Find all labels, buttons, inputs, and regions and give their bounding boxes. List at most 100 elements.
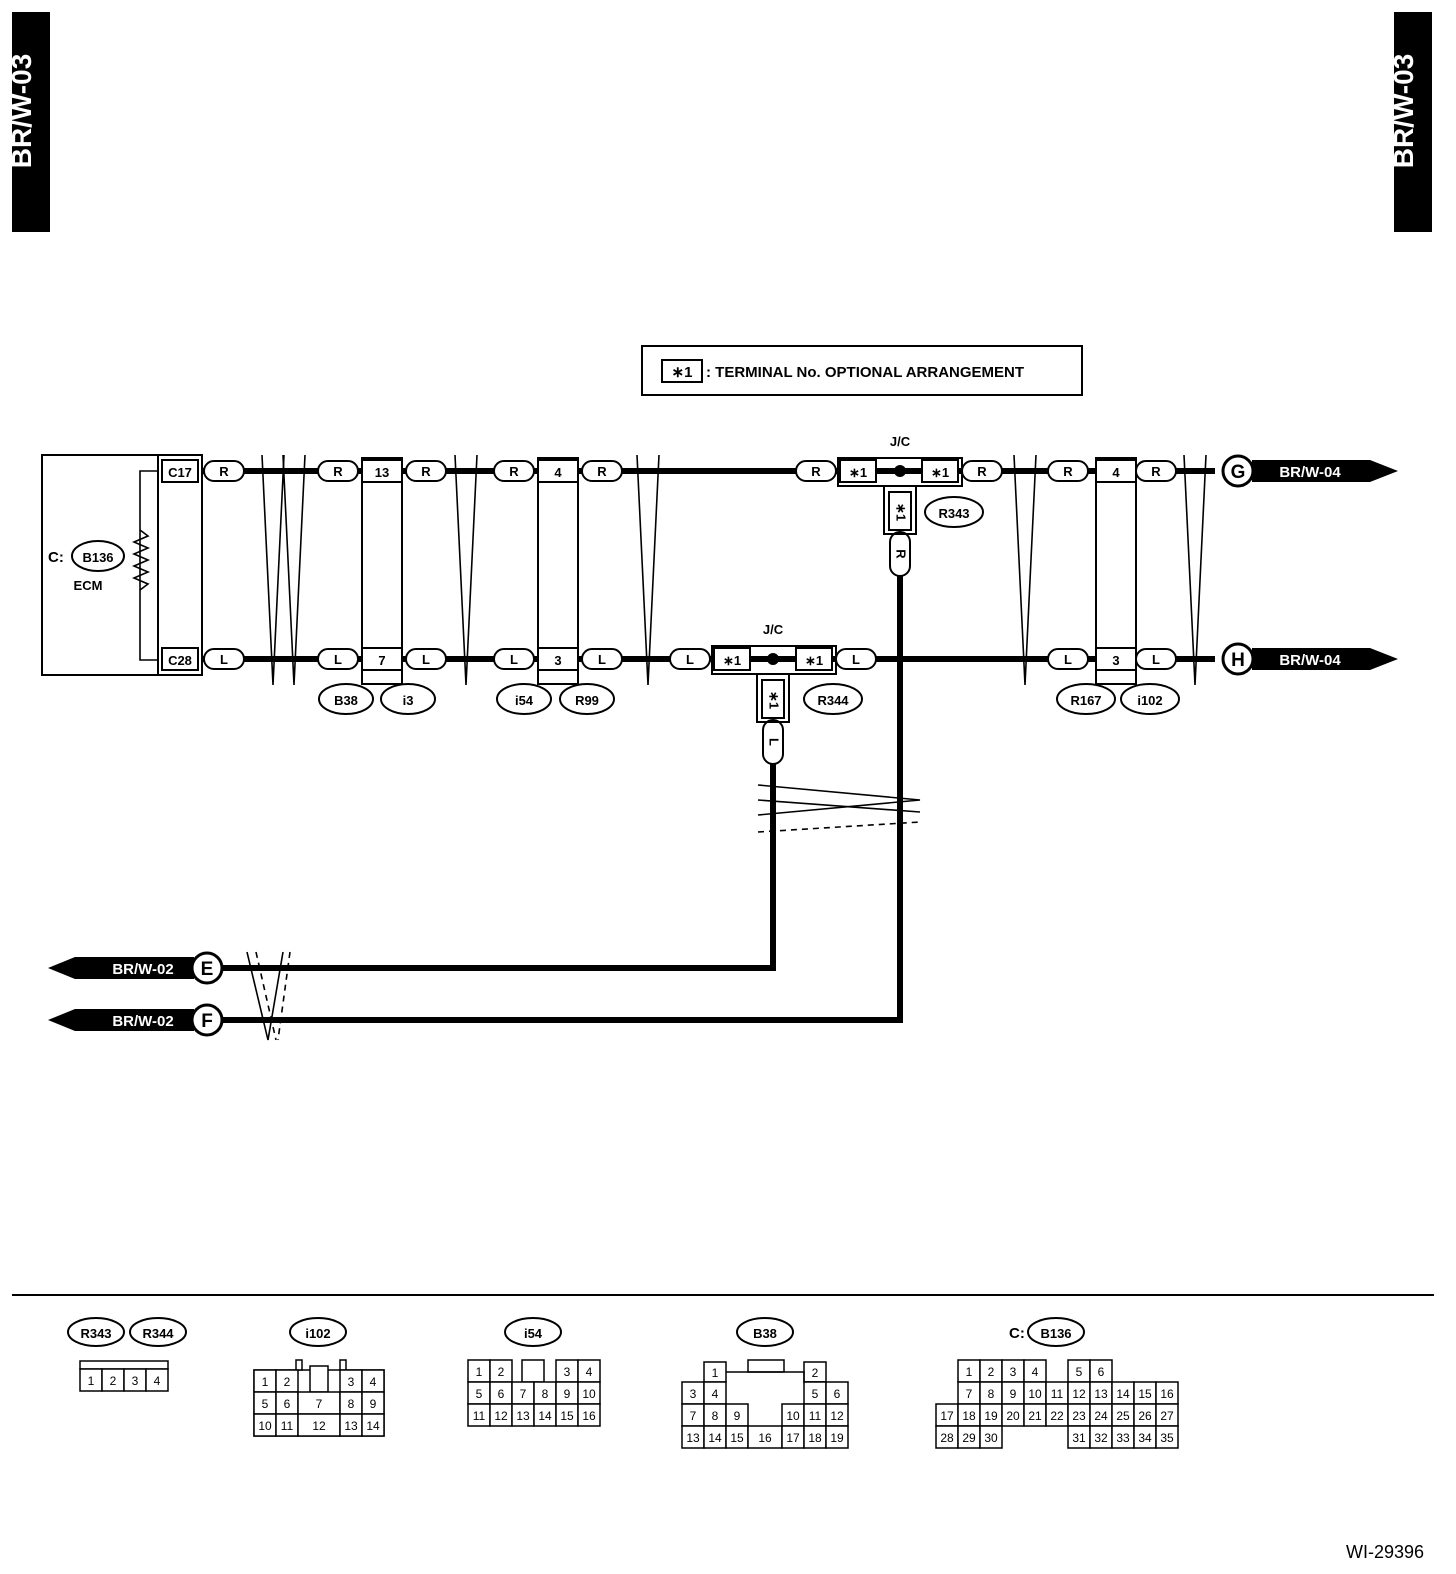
svg-text:C:: C: [48,549,64,566]
svg-text:R: R [894,549,909,559]
connector-i102-block: 4 3 [1095,457,1137,685]
svg-text:E: E [201,959,214,980]
b136-pin-number: 26 [1138,1409,1152,1423]
b136-pin-number: 1 [966,1365,973,1379]
svg-text:14: 14 [538,1409,552,1423]
svg-text:BR/W-04: BR/W-04 [1279,652,1341,669]
b136-pin-number: 13 [1094,1387,1108,1401]
svg-text:6: 6 [834,1387,841,1401]
legend-symbol: ∗1 [672,364,693,381]
svg-text:8: 8 [348,1397,355,1411]
svg-text:13: 13 [516,1409,530,1423]
svg-text:G: G [1231,462,1246,483]
svg-text:C:: C: [1009,1325,1025,1342]
svg-text:4: 4 [554,465,562,480]
terminal-f: F BR/W-02 [48,1003,224,1037]
legend-text: : TERMINAL No. OPTIONAL ARRANGEMENT [706,364,1024,381]
svg-text:R: R [333,464,343,479]
svg-text:11: 11 [809,1409,822,1423]
svg-text:i54: i54 [515,693,534,708]
svg-text:∗1: ∗1 [805,653,823,668]
terminal-e: E BR/W-02 [48,951,224,985]
shield-lines [246,454,1207,1041]
b136-pin-number: 30 [984,1431,998,1445]
svg-text:4: 4 [1112,465,1120,480]
svg-text:R167: R167 [1070,693,1101,708]
svg-text:2: 2 [110,1374,117,1388]
svg-text:R: R [1063,464,1073,479]
svg-text:16: 16 [758,1431,772,1445]
svg-text:2: 2 [498,1365,505,1379]
svg-text:5: 5 [812,1387,819,1401]
connector-r99-block: 4 3 [537,457,579,685]
b136-pin-number: 22 [1050,1409,1064,1423]
svg-text:4: 4 [712,1387,719,1401]
b136-pin-number: 5 [1076,1365,1083,1379]
b136-pin-cell [979,1425,1003,1449]
svg-text:9: 9 [734,1409,741,1423]
b136-pin-number: 18 [962,1409,976,1423]
svg-text:18: 18 [808,1431,822,1445]
b136-pin-number: 3 [1010,1365,1017,1379]
b136-pin-number: 6 [1098,1365,1105,1379]
ecm-label: ECM [74,578,103,593]
page-tab-right: BR/W-03 [1388,12,1432,232]
svg-text:∗1: ∗1 [849,465,867,480]
b136-pin-number: 32 [1094,1431,1108,1445]
svg-text:∗1: ∗1 [723,653,741,668]
svg-text:J/C: J/C [890,434,911,449]
svg-text:3: 3 [348,1375,355,1389]
svg-text:13: 13 [375,465,389,480]
svg-text:BR/W-02: BR/W-02 [112,1013,173,1030]
b136-pin-number: 20 [1006,1409,1020,1423]
svg-text:R343: R343 [938,506,969,521]
svg-text:L: L [686,652,694,667]
svg-text:R: R [1151,464,1161,479]
svg-text:L: L [334,652,342,667]
svg-text:R: R [421,464,431,479]
svg-text:12: 12 [312,1419,326,1433]
svg-text:17: 17 [786,1431,800,1445]
ecm-connector-id: B136 [82,550,113,565]
svg-text:3: 3 [564,1365,571,1379]
junction-r344: J/C ∗1 ∗1 ∗1 [711,622,837,723]
svg-text:i54: i54 [524,1326,543,1341]
b136-pin-number: 12 [1072,1387,1086,1401]
page-tab-left: BR/W-03 [6,12,50,232]
svg-text:1: 1 [712,1366,719,1380]
svg-text:7: 7 [316,1397,323,1411]
svg-text:L: L [510,652,518,667]
svg-text:L: L [1064,652,1072,667]
b136-pin-number: 25 [1116,1409,1130,1423]
face-view-i54: i54 1 2 3 4 5 6 7 8 9 10 11 12 13 14 15 … [467,1317,601,1427]
top-wire-labels: R R R R R R R R R [203,460,1177,482]
face-view-r343-r344: R343 R344 1 2 3 4 [67,1317,187,1392]
b136-pin-number: 7 [966,1387,973,1401]
svg-text:10: 10 [258,1419,272,1433]
svg-text:3: 3 [132,1374,139,1388]
svg-text:BR/W-03: BR/W-03 [1388,54,1419,169]
svg-text:R: R [219,464,229,479]
b136-pin-number: 21 [1028,1409,1042,1423]
svg-text:8: 8 [712,1409,719,1423]
b136-pin-number: 4 [1032,1365,1039,1379]
svg-text:R: R [811,464,821,479]
svg-text:10: 10 [582,1387,596,1401]
legend-box: ∗1 : TERMINAL No. OPTIONAL ARRANGEMENT [641,345,1083,396]
svg-text:L: L [767,738,782,746]
figure-id: WI-29396 [1346,1542,1424,1562]
svg-text:F: F [201,1011,213,1032]
svg-text:6: 6 [498,1387,505,1401]
ecm-unit: C17 C28 C: B136 ECM [41,454,203,676]
ecm-pin-bottom: C28 [168,653,192,668]
svg-text:8: 8 [542,1387,549,1401]
b136-pin-cell [1155,1425,1179,1449]
b136-pin-number: 15 [1138,1387,1152,1401]
svg-text:BR/W-02: BR/W-02 [112,961,173,978]
svg-text:16: 16 [582,1409,596,1423]
svg-text:9: 9 [370,1397,377,1411]
b136-pin-number: 9 [1010,1387,1017,1401]
svg-text:i102: i102 [1137,693,1162,708]
svg-text:L: L [598,652,606,667]
